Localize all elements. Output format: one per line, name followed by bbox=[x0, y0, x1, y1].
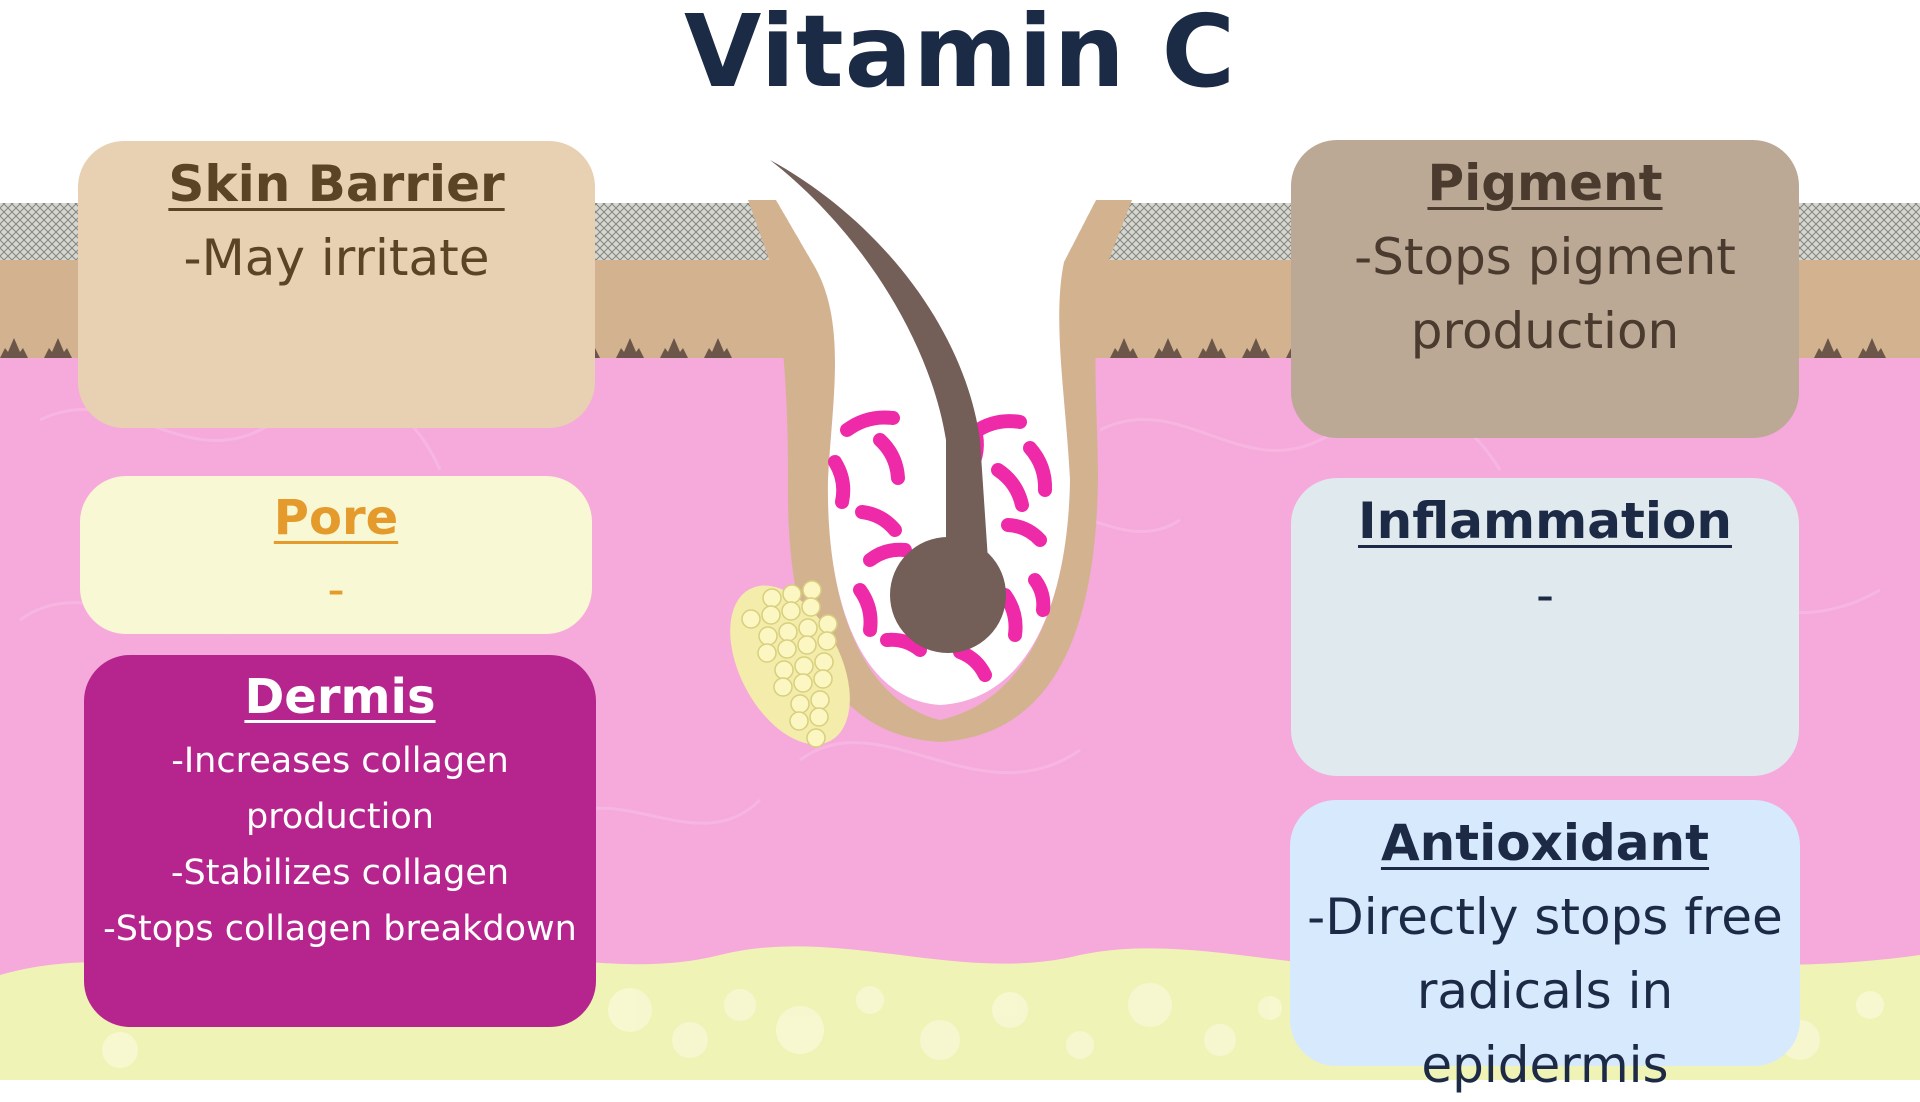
inflammation-line: - bbox=[1535, 566, 1555, 624]
pigment-line-1: -Stops pigment bbox=[1354, 228, 1736, 286]
pigment-heading: Pigment bbox=[1427, 154, 1663, 212]
antioxidant-card: Antioxidant -Directly stops free radical… bbox=[1290, 800, 1800, 1094]
bacteria-cluster bbox=[828, 410, 1053, 682]
skin-barrier-card: Skin Barrier -May irritate bbox=[78, 141, 595, 428]
dermis-line-2: production bbox=[246, 797, 434, 837]
pigment-line-2: production bbox=[1410, 302, 1680, 360]
dermis-line-3: -Stabilizes collagen bbox=[170, 853, 510, 893]
pigment-card: Pigment -Stops pigment production bbox=[1291, 140, 1799, 438]
dermis-card: Dermis -Increases collagen production -S… bbox=[84, 655, 596, 1027]
skin-barrier-line: -May irritate bbox=[183, 229, 490, 287]
inflammation-card: Inflammation - bbox=[1291, 478, 1799, 776]
dermis-line-1: -Increases collagen bbox=[171, 741, 509, 781]
dermis-heading: Dermis bbox=[244, 669, 436, 725]
antioxidant-heading: Antioxidant bbox=[1380, 814, 1710, 872]
hair-bulb bbox=[890, 537, 1006, 653]
sebaceous-gland bbox=[730, 580, 850, 748]
antioxidant-line-1: -Directly stops free bbox=[1307, 888, 1783, 946]
pore-heading: Pore bbox=[273, 490, 399, 546]
hair-follicle bbox=[748, 200, 1132, 742]
fat-cells bbox=[102, 983, 1884, 1068]
inflammation-heading: Inflammation bbox=[1358, 492, 1732, 550]
pore-card: Pore - bbox=[80, 476, 592, 634]
dermis-line-4: -Stops collagen breakdown bbox=[103, 909, 577, 949]
hair-shaft bbox=[770, 160, 988, 560]
pore-line: - bbox=[327, 562, 345, 618]
follicle-lumen bbox=[776, 200, 1096, 705]
page-title: Vitamin C bbox=[683, 0, 1237, 110]
skin-barrier-heading: Skin Barrier bbox=[168, 155, 505, 213]
